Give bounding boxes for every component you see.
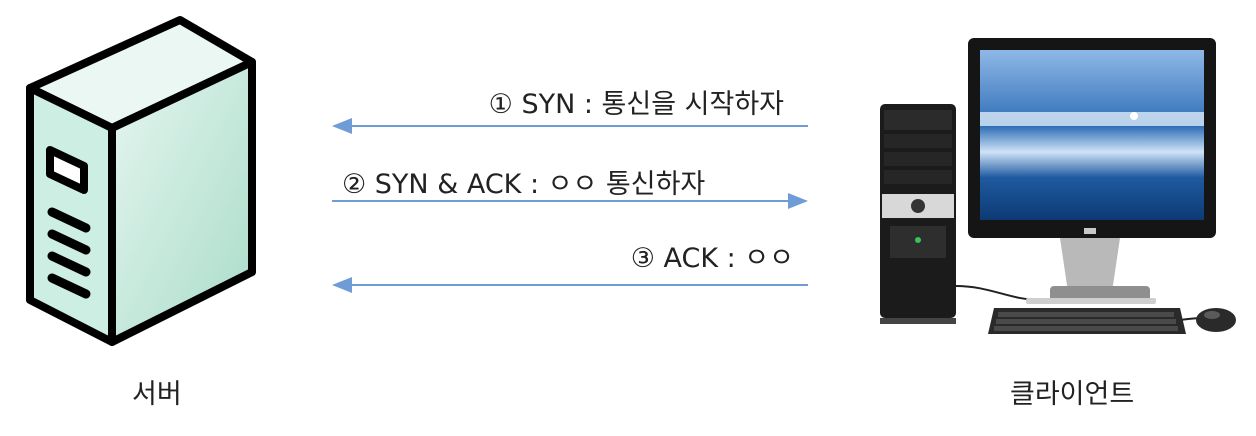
server-icon: [26, 16, 256, 346]
message-3-ack: ③ ACK : ㅇㅇ: [630, 243, 794, 274]
client-label: 클라이언트: [1010, 379, 1135, 410]
client-computer-icon: [880, 38, 1236, 334]
server-label: 서버: [132, 379, 182, 410]
message-1-syn: ① SYN : 통신을 시작하자: [488, 89, 784, 120]
message-2-syn-ack: ② SYN & ACK : ㅇㅇ 통신하자: [342, 169, 706, 200]
arrows: [332, 118, 808, 293]
